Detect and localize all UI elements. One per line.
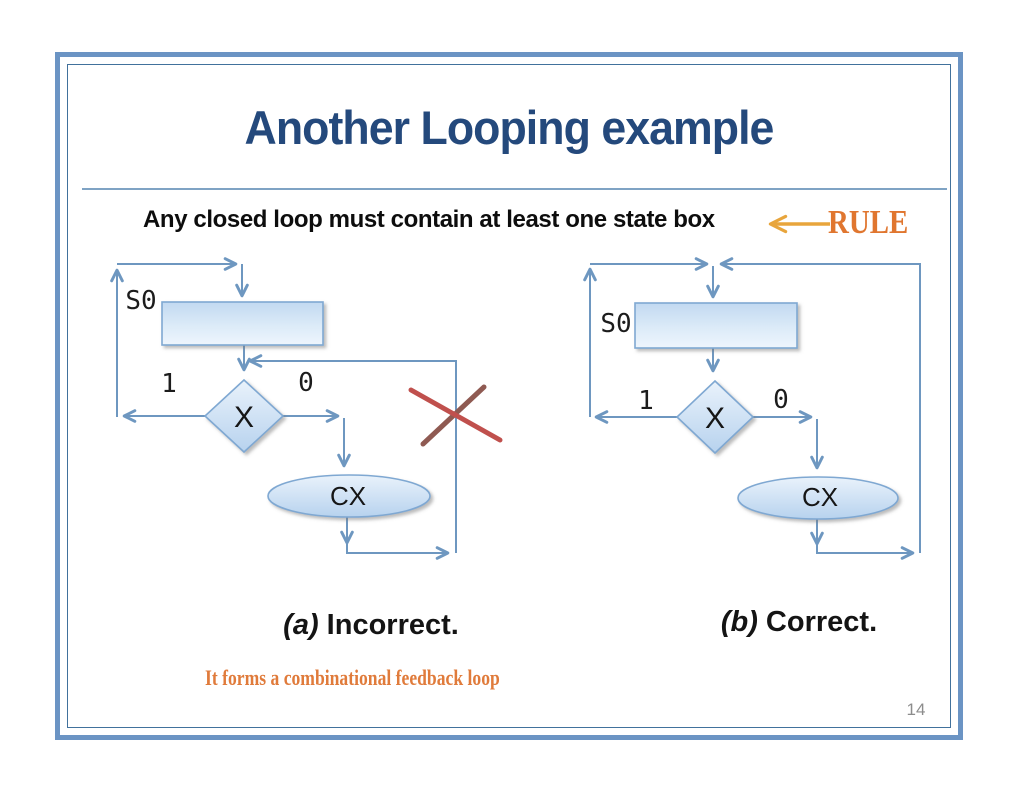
title-divider	[82, 188, 947, 190]
red-cross-icon	[408, 384, 503, 447]
state-label-b: S0	[600, 309, 631, 339]
branch-false-label-b: 0	[773, 385, 789, 415]
diagram-b-correct	[583, 257, 921, 560]
state-box-b	[634, 302, 798, 349]
diagram-a-incorrect	[110, 257, 457, 560]
edge-b-feedback-loop	[719, 257, 921, 553]
branch-true-label-a: 1	[161, 369, 177, 399]
slide-frame	[55, 52, 963, 740]
decision-label-a: X	[234, 401, 254, 434]
caption-b-text: Correct.	[757, 606, 878, 638]
output-label-b: CX	[802, 482, 838, 512]
edge-a-output-exit	[346, 517, 450, 560]
decision-label-b: X	[705, 402, 725, 435]
output-label-a: CX	[330, 481, 366, 511]
edge-a-feedback-loop	[248, 354, 457, 553]
conditional-output-oval-a	[267, 474, 431, 518]
branch-false-label-a: 0	[298, 368, 314, 398]
feedback-note: It forms a combinational feedback loop	[205, 665, 500, 690]
rule-statement: Any closed loop must contain at least on…	[143, 206, 715, 233]
caption-correct: (b) Correct.	[649, 606, 949, 639]
state-label-a: S0	[125, 286, 156, 316]
page-number: 14	[906, 700, 926, 719]
branch-true-label-b: 1	[638, 386, 654, 416]
decision-diamond-b	[675, 379, 755, 455]
slide-inner-border	[67, 64, 951, 728]
decision-diamond-a	[203, 378, 285, 454]
caption-b-prefix: (b)	[720, 606, 758, 638]
caption-incorrect: (a) Incorrect.	[221, 609, 521, 642]
state-box-a	[161, 301, 324, 346]
conditional-output-oval-b	[737, 476, 899, 520]
rule-label: RULE	[828, 204, 909, 241]
caption-a-text: Incorrect.	[318, 609, 459, 641]
slide-title: Another Looping example	[244, 101, 775, 154]
caption-a-prefix: (a)	[283, 609, 319, 641]
edge-b-output-exit	[816, 519, 915, 560]
